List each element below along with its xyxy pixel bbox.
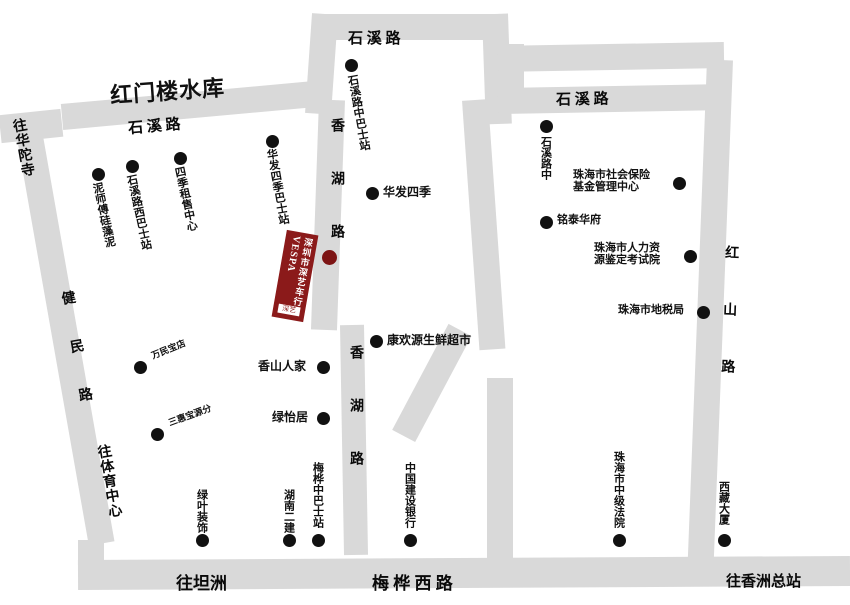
poi-dot-lvye-zhuangshi[interactable] — [196, 534, 209, 547]
poi-label-shixilu-zhong-bus: 石溪路中巴士站 — [345, 73, 371, 152]
road-band-bottom-left-riser — [78, 540, 104, 570]
poi-dot-renli-ziyuan-kaoshiyuan[interactable] — [684, 250, 697, 263]
poi-label-xizang-dasha: 西藏大厦 — [717, 481, 730, 525]
poi-dot-shixilu-zhong-bus[interactable] — [345, 59, 358, 72]
poi-label-huafa-siji: 华发四季 — [383, 185, 432, 199]
poi-dot-zhongguo-jianshe-yinhang[interactable] — [404, 534, 417, 547]
poi-dot-shebao-jijin-zhongxin[interactable] — [673, 177, 686, 190]
poi-label-zhuhai-dishuiju: 珠海市地税局 — [618, 304, 684, 316]
poi-label-lvyi-ju: 绿怡居 — [272, 410, 309, 424]
poi-dot-xiangshan-renjia[interactable] — [317, 361, 330, 374]
poi-dot-huafa-siji-bus[interactable] — [266, 135, 279, 148]
road-band-shixi-top-mid — [318, 14, 508, 40]
direction-label-xiangzhou-zongzhan: 往香洲总站 — [726, 574, 802, 590]
poi-dot-sanhui-baoyuan[interactable] — [151, 428, 164, 441]
road-band-shixi-top-right — [497, 83, 729, 115]
road-label-shixi-top-mid: 石 溪 路 — [348, 31, 401, 47]
poi-label-hunan-erjian: 湖南二建 — [282, 489, 295, 533]
poi-dot-shixilu-xi-bus[interactable] — [126, 160, 139, 173]
road-band-center-diagonal — [462, 99, 506, 351]
road-label-hongshan: 红 山 路 — [718, 244, 739, 388]
poi-dot-nishifu-guizaoni[interactable] — [92, 168, 105, 181]
poi-label-mingtai-huafu: 铭泰华府 — [557, 214, 601, 226]
poi-dot-zhuhai-dishuiju[interactable] — [697, 306, 710, 319]
poi-dot-kanghuanyuan-chaoshi[interactable] — [370, 335, 383, 348]
poi-dot-zhuhai-zhongji-fayuan[interactable] — [613, 534, 626, 547]
poi-label-zhongguo-jianshe-yinhang: 中国建设银行 — [403, 462, 416, 528]
road-band-shixi-right-top — [497, 42, 725, 72]
poi-label-kanghuanyuan-chaoshi: 康欢源生鲜超市 — [387, 333, 472, 347]
road-label-shixi-top-right: 石 溪 路 — [555, 91, 609, 109]
poi-dot-hunan-erjian[interactable] — [283, 534, 296, 547]
poi-label-huafa-siji-bus: 华发四季巴士站 — [264, 147, 290, 226]
poi-label-siji-zushou-zhongxin: 四季租售中心 — [172, 165, 198, 233]
poi-label-sanhui-baoyuan: 三惠宝源分 — [167, 402, 213, 428]
road-label-shixi-top-left: 石 溪 路 — [127, 116, 182, 138]
direction-label-tanzhou: 往坦洲 — [176, 574, 227, 593]
road-label-meihua-xilu: 梅 桦 西 路 — [372, 574, 453, 593]
poi-dot-mingtai-huafu[interactable] — [540, 216, 553, 229]
poi-label-shebao-jijin-zhongxin: 珠海市社会保险 基金管理中心 — [573, 169, 650, 193]
poi-dot-xizang-dasha[interactable] — [718, 534, 731, 547]
poi-label-renli-ziyuan-kaoshiyuan: 珠海市人力资 源鉴定考试院 — [594, 242, 660, 266]
poi-dot-meihua-zhong-bus[interactable] — [312, 534, 325, 547]
poi-label-meihua-zhong-bus: 梅桦中巴士站 — [311, 462, 324, 528]
poi-label-shixilu-zhong: 石溪路中 — [539, 136, 552, 180]
poi-dot-wanmin-baodian[interactable] — [134, 361, 147, 374]
poi-label-wanmin-baodian: 万民宝店 — [149, 337, 187, 361]
destination-marker-dot[interactable] — [322, 250, 337, 265]
road-label-xianghu-lower: 香 湖 路 — [348, 345, 363, 477]
poi-label-shixilu-xi-bus: 石溪路西巴士站 — [124, 173, 153, 252]
road-band-center-lower-v — [487, 378, 513, 560]
poi-dot-lvyi-ju[interactable] — [317, 412, 330, 425]
poi-dot-shixilu-zhong[interactable] — [540, 120, 553, 133]
poi-label-xiangshan-renjia: 香山人家 — [258, 359, 307, 373]
poi-dot-siji-zushou-zhongxin[interactable] — [174, 152, 187, 165]
poi-label-nishifu-guizaoni: 泥师傅硅藻泥 — [90, 181, 116, 249]
poi-label-zhuhai-zhongji-fayuan: 珠海市中级法院 — [612, 451, 625, 528]
poi-dot-huafa-siji[interactable] — [366, 187, 379, 200]
poi-label-lvye-zhuangshi: 绿叶装饰 — [195, 489, 208, 533]
road-label-xianghu-upper: 香 湖 路 — [329, 118, 344, 250]
